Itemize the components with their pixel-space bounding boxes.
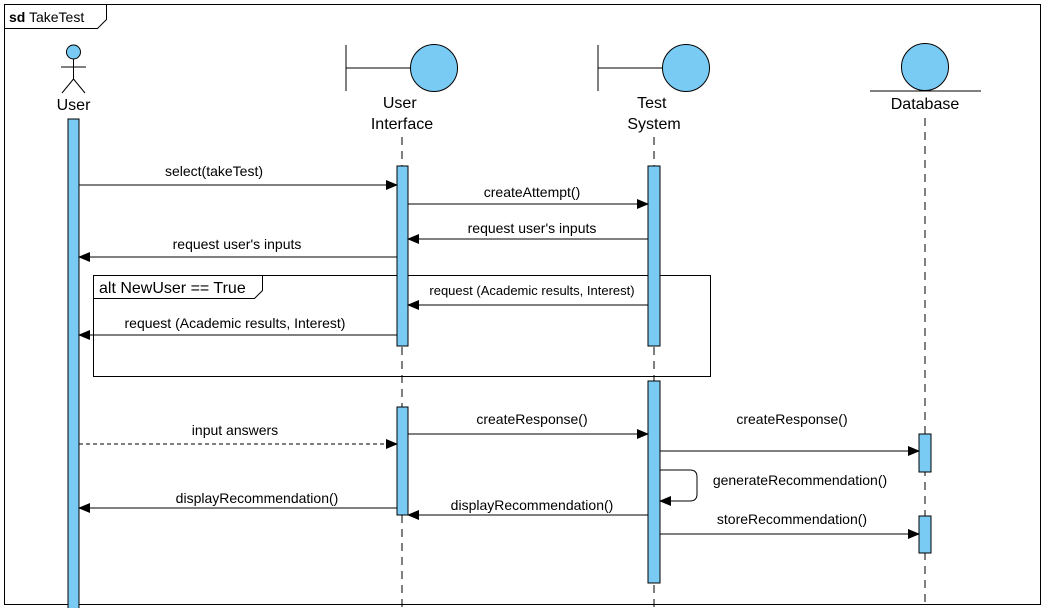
msg-label-generate-recommendation: generateRecommendation() — [713, 472, 887, 488]
frame-title: sd TakeTest — [9, 9, 84, 25]
msg-label-create-attempt: createAttempt() — [484, 184, 580, 200]
msg-arrow-generate-recommendation — [659, 469, 698, 506]
msg-label-display-recommendation-ui: displayRecommendation() — [451, 497, 614, 513]
activation-ui-2 — [396, 406, 409, 516]
msg-label-request-academic-user: request (Academic results, Interest) — [125, 315, 346, 331]
actor-user — [61, 44, 86, 94]
msg-label-request-inputs-ui: request user's inputs — [468, 220, 597, 236]
msg-label-request-academic-ui: request (Academic results, Interest) — [429, 283, 634, 298]
msg-label-create-response-db: createResponse() — [736, 411, 847, 427]
participant-label-user: User — [57, 97, 91, 114]
msg-label-request-inputs-user: request user's inputs — [173, 236, 302, 252]
participant-label-db: Database — [891, 96, 960, 113]
msg-label-create-response-test: createResponse() — [476, 411, 587, 427]
boundary-test-system — [597, 44, 710, 92]
diagram-frame — [4, 4, 1041, 605]
activation-db-2 — [918, 515, 932, 554]
frame-tab — [4, 4, 107, 29]
participant-label-test: Test System — [627, 95, 680, 133]
activation-ui-1 — [396, 165, 409, 347]
frame-keyword: sd — [9, 9, 25, 25]
activation-test-1 — [647, 165, 661, 347]
boundary-icon-ui — [410, 44, 458, 92]
boundary-user-interface — [345, 44, 458, 92]
msg-label-input-answers: input answers — [192, 422, 278, 438]
msg-label-display-recommendation-user: displayRecommendation() — [176, 490, 339, 506]
actor-head — [66, 44, 81, 60]
participant-label-ui: User Interface — [371, 95, 433, 133]
alt-fragment-label: alt NewUser == True — [99, 280, 246, 297]
activation-test-2 — [647, 380, 661, 584]
entity-database — [870, 43, 981, 92]
boundary-icon-test — [662, 44, 710, 92]
entity-icon-db — [901, 43, 949, 91]
frame-name: TakeTest — [29, 9, 84, 25]
msg-label-store-recommendation: storeRecommendation() — [717, 511, 867, 527]
activation-user — [67, 118, 80, 608]
msg-label-select-take-test: select(takeTest) — [165, 163, 263, 179]
activation-db-1 — [918, 433, 932, 473]
alt-fragment-tab — [93, 275, 263, 299]
